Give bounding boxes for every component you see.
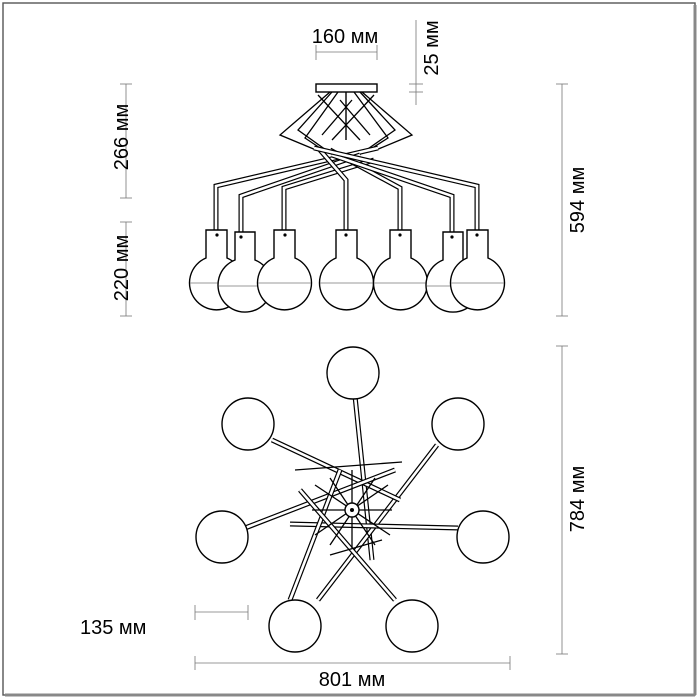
dim-offset: 135 мм [80, 617, 146, 639]
dimension-labels: 160 мм 25 мм 266 мм 220 мм 594 мм 784 мм… [80, 20, 589, 691]
side-bulb-4 [318, 229, 375, 311]
side-bulb-5 [372, 229, 429, 311]
plan-arms [244, 395, 459, 602]
dim-arm-height: 266 мм [111, 104, 133, 170]
side-bulbs [188, 229, 506, 313]
dim-plan-height: 784 мм [567, 466, 589, 532]
plan-bulb-left [195, 510, 249, 564]
plan-bulb-upper-left [221, 397, 275, 451]
plan-bulb-lower-left [268, 599, 322, 653]
dim-plan-width: 801 мм [319, 669, 385, 691]
plan-view [195, 346, 510, 653]
plan-bulbs [195, 346, 510, 653]
plan-center-star [294, 461, 403, 556]
plan-bulb-right [456, 510, 510, 564]
side-bulb-3 [256, 229, 313, 311]
dim-top-width: 160 мм [312, 26, 378, 48]
plan-bulb-upper-right [431, 397, 485, 451]
ceiling-canopy [315, 83, 378, 93]
plan-bulb-top [326, 346, 380, 400]
side-view [188, 83, 506, 313]
dim-bulb-height: 220 мм [111, 235, 133, 301]
dim-top-height: 25 мм [421, 20, 443, 75]
dimension-lines [120, 20, 568, 670]
lower-arms [213, 145, 480, 232]
dim-total-height: 594 мм [567, 167, 589, 233]
side-bulb-7 [449, 229, 506, 311]
plan-bulb-lower-right [385, 599, 439, 653]
